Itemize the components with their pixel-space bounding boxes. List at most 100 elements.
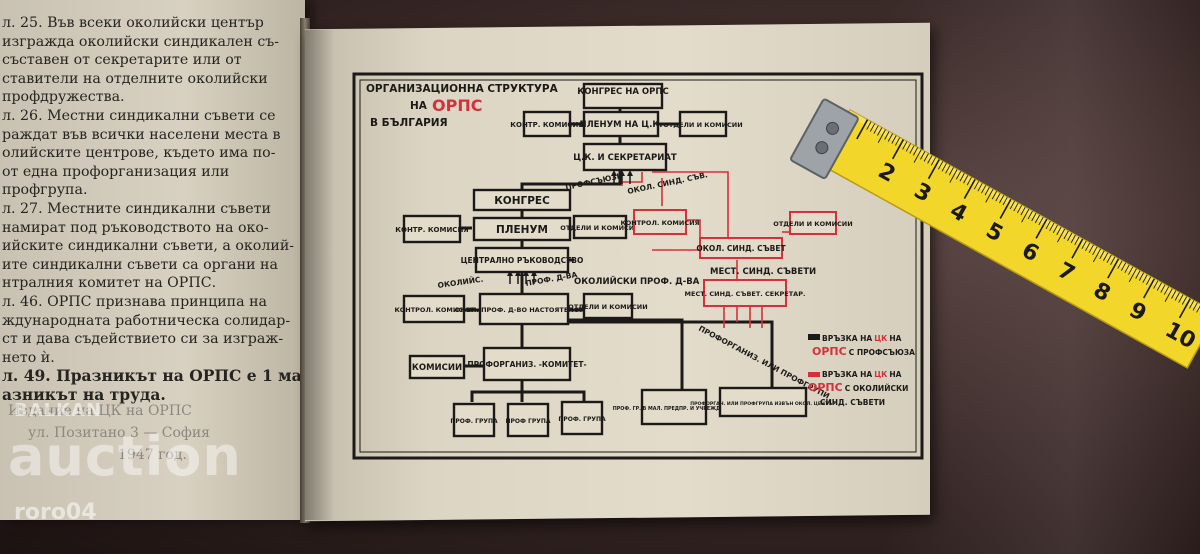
svg-text:ЦЕНТРАЛНО РЪКОВОДСТВО: ЦЕНТРАЛНО РЪКОВОДСТВО <box>461 256 584 265</box>
label-okoliyski-prof-dva: ОКОЛИЙСКИ ПРОФ. Д-ВА <box>574 275 700 287</box>
left-page-line: л. 27. Местните синдикални съвети <box>2 200 271 217</box>
legend-red-line <box>808 372 820 377</box>
footer-line-1: Издание на ЦК на ОРПС <box>8 403 192 419</box>
svg-text:КОНТР. КОМИСИЯ: КОНТР. КОМИСИЯ <box>395 226 468 234</box>
arrows-into-ck <box>611 170 633 184</box>
line-okol-izvan <box>567 320 774 388</box>
svg-text:ПРОФ. ГР. В МАЛ. ПРЕДПР. И УЧР: ПРОФ. ГР. В МАЛ. ПРЕДПР. И УЧРЕЖДЕНИЯ <box>613 406 736 412</box>
label-mest-sind-saveti: МЕСТ. СИНД. СЪВЕТИ <box>710 267 816 277</box>
footer-line-3: 1947 год. <box>118 447 187 463</box>
left-page-text: л. 25. Във всеки околийски център изгражд… <box>2 14 302 404</box>
left-page: л. 25. Във всеки околийски център изгражд… <box>0 0 305 520</box>
left-page-line: изграждa околийски синдикален съ- <box>2 33 280 50</box>
box-ck-sekretariat <box>582 142 668 172</box>
svg-text:ОКОЛ. СИНД. СЪВЕТ: ОКОЛ. СИНД. СЪВЕТ <box>696 244 786 253</box>
page-gutter-shadow <box>305 30 335 520</box>
watermark-user: roro04 <box>14 500 97 525</box>
box-otdeli-low-text: ОТДЕЛИ И КОМИСИИ <box>568 303 647 311</box>
svg-text:КОНТРОЛ. КОМИСИЯ: КОНТРОЛ. КОМИСИЯ <box>394 306 473 314</box>
legend-1a: ВРЪЗКА НА <box>822 334 872 343</box>
left-page-line: олийските центрове, където има по- <box>2 145 276 162</box>
box-kongres-orps <box>582 82 664 110</box>
left-page-line: ждународната работническа солидар- <box>2 312 291 329</box>
box-prof-grupa-2 <box>506 402 550 438</box>
box-otdeli-low <box>582 292 634 320</box>
svg-text:КОНТРОЛ. КОМИСИЯ: КОНТРОЛ. КОМИСИЯ <box>620 219 699 227</box>
box-otdeli-mid-text: ОТДЕЛИ И КОМИСИИ <box>560 224 639 232</box>
line-ck-kongres <box>520 170 622 192</box>
box-kongres-text: КОНГРЕС <box>494 195 550 207</box>
svg-text:ОКОЛ. ПРОФ. Д-ВО НАСТОЯТЕЛСТВО: ОКОЛ. ПРОФ. Д-ВО НАСТОЯТЕЛСТВО <box>455 306 594 314</box>
label-profsayuzi: ПРОФСЪЮЗИ <box>565 171 624 192</box>
box-plenum <box>472 216 572 242</box>
svg-text:ОТДЕЛИ И КОМИСИИ: ОТДЕЛИ И КОМИСИИ <box>568 303 647 311</box>
box-proforgan-izvan-text: ПРОФОРГАН. ИЛИ ПРОФГРУПА ИЗВЪН ОКОЛ. ЦЕН… <box>690 401 836 407</box>
left-page-line: л. 49. Празникът на ОРПС е 1 май, <box>2 367 302 386</box>
svg-text:ПЛЕНУМ: ПЛЕНУМ <box>496 224 548 236</box>
box-plenum-ck-text: ПЛЕНУМ НА Ц.К. <box>579 120 662 130</box>
box-okol-sind-savet <box>699 237 783 259</box>
box-prof-gr-mal <box>640 388 708 426</box>
box-proforgan-izvan <box>718 386 808 418</box>
box-otdeli-top-text: ОТДЕЛИ И КОМИСИИ <box>663 121 742 129</box>
diagram-title-na: НА <box>410 100 428 112</box>
svg-text:ОТДЕЛИ И КОМИСИИ: ОТДЕЛИ И КОМИСИИ <box>560 224 639 232</box>
legend-3a: ВРЪЗКА НА <box>822 370 872 379</box>
box-kontr-mid-text: КОНТР. КОМИСИЯ <box>395 226 468 234</box>
box-plenum-ck <box>582 110 660 138</box>
box-otdeli-mid <box>572 214 628 240</box>
left-page-line: от една профорганизация или <box>2 163 230 180</box>
box-kontrol-red-text: КОНТРОЛ. КОМИСИЯ <box>620 219 699 227</box>
svg-text:Ц.К. И СЕКРЕТАРИАТ: Ц.К. И СЕКРЕТАРИАТ <box>573 153 677 163</box>
box-prof-grupa-3-text: ПРОФ. ГРУПА <box>558 416 606 423</box>
box-centralno <box>474 246 570 274</box>
legend-1c: НА <box>889 334 901 343</box>
box-kongres <box>472 188 572 212</box>
svg-text:МЕСТ. СИНД. СЪВЕТ. СЕКРЕТАР.: МЕСТ. СИНД. СЪВЕТ. СЕКРЕТАР. <box>685 290 806 298</box>
line-okol-malpredpr <box>567 318 684 392</box>
legend-1b: ЦК <box>874 334 888 343</box>
left-page-line: съставен от секретарите или от <box>2 52 242 69</box>
left-page-line: л. 25. Във всеки околийски център <box>2 15 264 31</box>
svg-text:ПРОФОРГАНИЗ. -КОМИТЕТ-: ПРОФОРГАНИЗ. -КОМИТЕТ- <box>467 360 586 369</box>
legend-4b: С ОКОЛИЙСКИ <box>845 384 909 393</box>
watermark-brand: BALKAN <box>14 400 103 421</box>
svg-text:ОТДЕЛИ И КОМИСИИ: ОТДЕЛИ И КОМИСИИ <box>663 121 742 129</box>
box-prof-grupa-1 <box>452 402 496 438</box>
svg-text:ПРОФ. ГРУПА: ПРОФ. ГРУПА <box>558 416 606 423</box>
left-page-line: профдружества. <box>2 89 125 106</box>
svg-text:КОНГРЕС: КОНГРЕС <box>494 195 550 207</box>
box-komisii <box>408 354 466 380</box>
box-nastoyatelstvo <box>478 292 570 326</box>
box-mest-sekretar <box>703 279 787 307</box>
left-page-line: л. 26. Местни синдикални съвети се <box>2 107 276 124</box>
org-chart-diagram: .bx { fill:#e4dccb; stroke:#1b1a18; stro… <box>352 72 924 460</box>
svg-text:ПРОФ ГРУПА: ПРОФ ГРУПА <box>505 418 550 425</box>
left-page-line: профгрупа. <box>2 182 88 199</box>
box-kontr-mid <box>402 214 462 244</box>
label-okoliys: ОКОЛИЙС. <box>437 275 484 290</box>
svg-text:ОТДЕЛИ И КОМИСИИ: ОТДЕЛИ И КОМИСИИ <box>773 220 852 228</box>
left-page-line: ийските синдикални съвети, а околий- <box>2 238 295 255</box>
left-page-line: азникът на труда. <box>2 385 166 404</box>
box-komitet-text: ПРОФОРГАНИЗ. -КОМИТЕТ- <box>467 360 586 369</box>
box-prof-grupa-2-text: ПРОФ ГРУПА <box>505 418 550 425</box>
box-mest-text: МЕСТ. СИНД. СЪВЕТ. СЕКРЕТАР. <box>685 290 806 298</box>
legend-black-line <box>808 334 820 340</box>
svg-text:КОНГРЕС НА ОРПС: КОНГРЕС НА ОРПС <box>577 87 668 97</box>
box-kontrol-low-text: КОНТРОЛ. КОМИСИЯ <box>394 306 473 314</box>
legend-3c: НА <box>889 370 901 379</box>
diagram-title-orps: ОРПС <box>432 96 482 115</box>
box-komisii-text: КОМИСИИ <box>412 363 462 373</box>
legend-4a: ОРПС <box>808 381 843 394</box>
box-ck-text: Ц.К. И СЕКРЕТАРИАТ <box>573 153 677 163</box>
box-prof-gr-mal-text: ПРОФ. ГР. В МАЛ. ПРЕДПР. И УЧРЕЖДЕНИЯ <box>613 406 736 412</box>
diagram-title-3: В БЪЛГАРИЯ <box>370 117 448 129</box>
left-page-line: нтралния комитет на ОРПС. <box>2 275 217 292</box>
left-page-line: ставители на отделните околийски <box>2 70 268 87</box>
legend-2b: С ПРОФСЪЮЗА <box>849 348 915 357</box>
box-prof-grupa-3 <box>560 400 604 436</box>
box-kontrol-low <box>402 294 466 324</box>
watermark-word: auction <box>8 425 242 488</box>
